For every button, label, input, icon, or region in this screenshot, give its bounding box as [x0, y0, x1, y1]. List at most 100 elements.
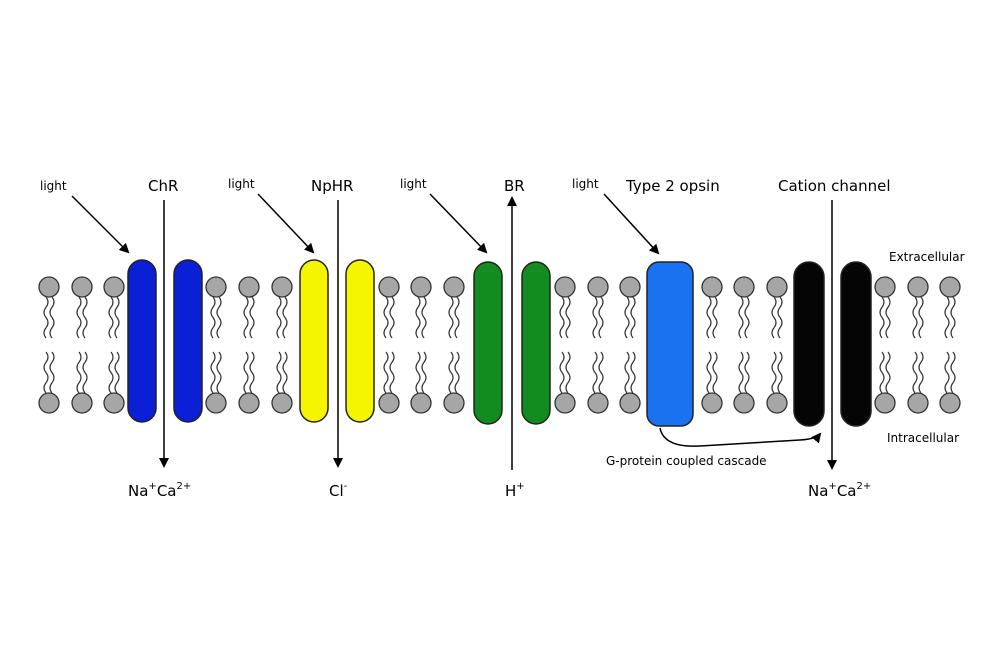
- lipid-tail: [448, 351, 460, 394]
- br-ion-label: H+: [505, 481, 525, 500]
- lipid-head-inner: [939, 392, 961, 414]
- lipid-head-outer: [587, 276, 609, 298]
- phospholipid-pair: [587, 276, 609, 414]
- type2-opsin-block: [646, 261, 694, 427]
- lipid-tail: [624, 296, 636, 339]
- lipid-tail: [559, 296, 571, 339]
- lipid-tail: [448, 296, 460, 339]
- chr-light-arrow: [71, 195, 130, 254]
- phospholipid-pair: [619, 276, 641, 414]
- phospholipid-pair: [38, 276, 60, 414]
- lipid-head-outer: [103, 276, 125, 298]
- lipid-head-outer: [733, 276, 755, 298]
- extracellular-label: Extracellular: [889, 250, 965, 264]
- lipid-tail: [624, 351, 636, 394]
- lipid-head-outer: [71, 276, 93, 298]
- lipid-head-outer: [271, 276, 293, 298]
- lipid-tail: [415, 351, 427, 394]
- lipid-tail: [879, 296, 891, 339]
- lipid-head-inner: [378, 392, 400, 414]
- lipid-head-outer: [766, 276, 788, 298]
- phospholipid-pair: [443, 276, 465, 414]
- lipid-head-inner: [874, 392, 896, 414]
- lipid-head-inner: [766, 392, 788, 414]
- lipid-tail: [210, 351, 222, 394]
- intracellular-label: Intracellular: [887, 431, 959, 445]
- lipid-head-inner: [271, 392, 293, 414]
- phospholipid-pair: [410, 276, 432, 414]
- br-pump: [473, 261, 551, 425]
- lipid-tail: [912, 351, 924, 394]
- lipid-tail: [738, 296, 750, 339]
- lipid-tail: [108, 351, 120, 394]
- br-helix-left: [473, 261, 503, 425]
- lipid-tail: [243, 296, 255, 339]
- lipid-head-outer: [410, 276, 432, 298]
- lipid-head-outer: [874, 276, 896, 298]
- phospholipid-pair: [907, 276, 929, 414]
- lipid-head-outer: [378, 276, 400, 298]
- lipid-head-inner: [205, 392, 227, 414]
- phospholipid-pair: [701, 276, 723, 414]
- nphr-title: NpHR: [311, 177, 353, 195]
- chr-title: ChR: [148, 177, 178, 195]
- phospholipid-pair: [874, 276, 896, 414]
- cascade-arrow: [659, 427, 822, 447]
- lipid-head-inner: [554, 392, 576, 414]
- nphr-ion-label: Cl-: [329, 481, 348, 500]
- lipid-tail: [108, 296, 120, 339]
- lipid-head-inner: [701, 392, 723, 414]
- lipid-tail: [592, 351, 604, 394]
- lipid-tail: [559, 351, 571, 394]
- br-helix-right: [521, 261, 551, 425]
- lipid-head-outer: [443, 276, 465, 298]
- type2-light-arrow: [603, 193, 660, 255]
- br-title: BR: [504, 177, 525, 195]
- lipid-tail: [879, 351, 891, 394]
- lipid-head-inner: [587, 392, 609, 414]
- lipid-tail: [771, 296, 783, 339]
- lipid-bilayer: [38, 276, 961, 414]
- lipid-head-outer: [701, 276, 723, 298]
- chr-ion-label: Na+Ca2+: [128, 481, 191, 500]
- phospholipid-pair: [103, 276, 125, 414]
- lipid-head-inner: [733, 392, 755, 414]
- chr-helix-right: [173, 259, 203, 423]
- phospholipid-pair: [554, 276, 576, 414]
- lipid-head-outer: [38, 276, 60, 298]
- nphr-pump: [299, 259, 375, 423]
- nphr-light-arrow: [257, 193, 315, 254]
- lipid-head-inner: [907, 392, 929, 414]
- phospholipid-pair: [205, 276, 227, 414]
- lipid-tail: [210, 296, 222, 339]
- phospholipid-pair: [766, 276, 788, 414]
- nphr-helix-left: [299, 259, 329, 423]
- cation-title: Cation channel: [778, 177, 891, 195]
- lipid-tail: [383, 296, 395, 339]
- phospholipid-pair: [378, 276, 400, 414]
- type2-opsin: [646, 261, 694, 427]
- phospholipid-pair: [271, 276, 293, 414]
- lipid-tail: [706, 351, 718, 394]
- lipid-head-outer: [238, 276, 260, 298]
- nphr-light-label: light: [228, 177, 255, 191]
- lipid-tail: [43, 351, 55, 394]
- br-light-label: light: [400, 177, 427, 191]
- lipid-tail: [43, 296, 55, 339]
- type2-light-label: light: [572, 177, 599, 191]
- chr-helix-left: [127, 259, 157, 423]
- cation-helix-right: [840, 261, 872, 427]
- phospholipid-pair: [939, 276, 961, 414]
- lipid-tail: [415, 296, 427, 339]
- lipid-tail: [76, 296, 88, 339]
- lipid-tail: [276, 296, 288, 339]
- lipid-head-outer: [205, 276, 227, 298]
- lipid-tail: [738, 351, 750, 394]
- lipid-head-inner: [71, 392, 93, 414]
- lipid-head-inner: [103, 392, 125, 414]
- cascade-label: G-protein coupled cascade: [606, 454, 767, 468]
- cation-ion-label: Na+Ca2+: [808, 481, 871, 500]
- lipid-tail: [383, 351, 395, 394]
- lipid-tail: [944, 296, 956, 339]
